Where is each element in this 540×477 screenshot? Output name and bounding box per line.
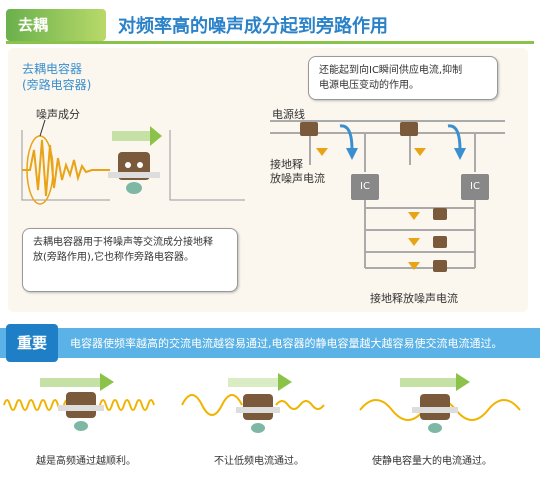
left-callout-line1: 去耦电容器用于将噪声等交流成分接地释 (33, 237, 213, 248)
ground-arrow-icons (316, 148, 426, 270)
current-arrow-icon-2 (447, 124, 462, 151)
caption-high-frequency: 越是高频通过越顺利。 (36, 456, 136, 467)
right-callout-line2: 电源电压变动的作用。 (319, 80, 419, 91)
low-frequency-wave (181, 394, 243, 416)
capacitor-character-icon-b1 (58, 392, 104, 431)
mini-capacitor-icon (300, 122, 447, 272)
arrow-right-icon (112, 126, 162, 146)
important-bar (0, 328, 540, 358)
left-callout: 去耦电容器用于将噪声等交流成分接地释 放(旁路作用),它也称作旁路电容器。 (22, 228, 238, 292)
passed-wave (275, 400, 325, 410)
right-callout-line1: 还能起到向IC瞬间供应电流,抑制 (319, 65, 463, 76)
ground-label-line1: 接地释 (270, 158, 303, 171)
left-plot-axes (21, 130, 245, 201)
capacitor-character-icon-b3 (412, 394, 458, 433)
ground-label-line2: 放噪声电流 (270, 172, 325, 185)
noise-wave (22, 139, 110, 197)
caption-large-capacitance: 使静电容量大的电流通过。 (372, 456, 492, 467)
important-badge: 重要 (6, 324, 58, 362)
arrow-right-icon-1 (40, 373, 114, 391)
noise-label: 噪声成分 (36, 108, 80, 121)
ic-chip-right: IC (461, 174, 489, 200)
caption-low-frequency: 不让低频电流通过。 (214, 456, 304, 467)
capacitor-character-icon (108, 152, 160, 194)
left-callout-line2: 放(旁路作用),它也称作旁路电容器。 (33, 252, 194, 263)
power-line-label: 电源线 (272, 108, 305, 121)
capacitor-label: 去耦电容器 (22, 62, 83, 76)
right-callout: 还能起到向IC瞬间供应电流,抑制 电源电压变动的作用。 (308, 56, 498, 100)
ic-chip-left: IC (351, 174, 379, 200)
ground-bottom-label: 接地释放噪声电流 (370, 292, 458, 305)
page-title: 对频率高的噪声成分起到旁路作用 (118, 16, 388, 37)
current-arrow-icon (339, 124, 354, 151)
capacitor-label-alt: (旁路电容器) (22, 78, 92, 92)
arrow-right-icon-3 (400, 373, 470, 391)
header-divider (6, 41, 534, 44)
section-badge: 去耦 (6, 9, 106, 41)
arrow-right-icon-2 (228, 373, 292, 391)
capacitor-character-icon-b2 (236, 394, 280, 433)
important-text: 电容器使频率越高的交流电流越容易通过,电容器的静电容量越大越容易使交流电流通过。 (70, 337, 503, 350)
